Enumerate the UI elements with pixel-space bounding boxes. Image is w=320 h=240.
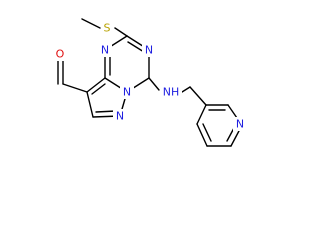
bond-ch2-pyr	[189, 86, 207, 106]
bond-methyl-s	[81, 18, 101, 29]
atom-label-n-triazine-top: N	[145, 44, 153, 57]
atom-label-sulfur: S	[104, 22, 111, 35]
bond-c8-c8a	[86, 77, 106, 93]
atom-label-n-bridge: N	[123, 86, 131, 99]
bond-pyr-n-c2	[227, 104, 238, 119]
bond-pyr-c4-c5	[196, 123, 208, 147]
atom-label-n-pyridine: N	[236, 118, 244, 131]
bond-n6-c7-inner	[95, 110, 117, 113]
bond-c4-nh	[148, 77, 160, 91]
bond-c2-n3-inner	[127, 41, 145, 53]
bond-pyr-c6-n	[230, 128, 241, 147]
atom-label-layer: S N N N N NH N O	[54, 21, 247, 131]
bond-pyr-c3-c4	[196, 104, 207, 125]
chemical-structure-diagram: S N N N N NH N O	[54, 18, 247, 147]
atom-label-n-triazine-left: N	[101, 44, 109, 57]
bond-c8-cho	[62, 83, 88, 93]
bond-layer	[57, 18, 241, 147]
bond-pyr-c4-c5-inner	[202, 123, 212, 142]
atom-label-n-pyrazole: N	[116, 110, 124, 123]
bond-pyr-c6-n-inner	[226, 127, 235, 142]
bond-c8-c8a-inner	[91, 83, 106, 95]
structure-canvas: S N N N N NH N O	[54, 18, 247, 147]
bond-s-c2	[114, 27, 128, 37]
bond-nh-ch2	[181, 86, 191, 93]
bond-c7-c8	[86, 91, 94, 118]
atom-label-oxygen: O	[56, 48, 65, 61]
atom-label-amine: NH	[163, 86, 180, 99]
